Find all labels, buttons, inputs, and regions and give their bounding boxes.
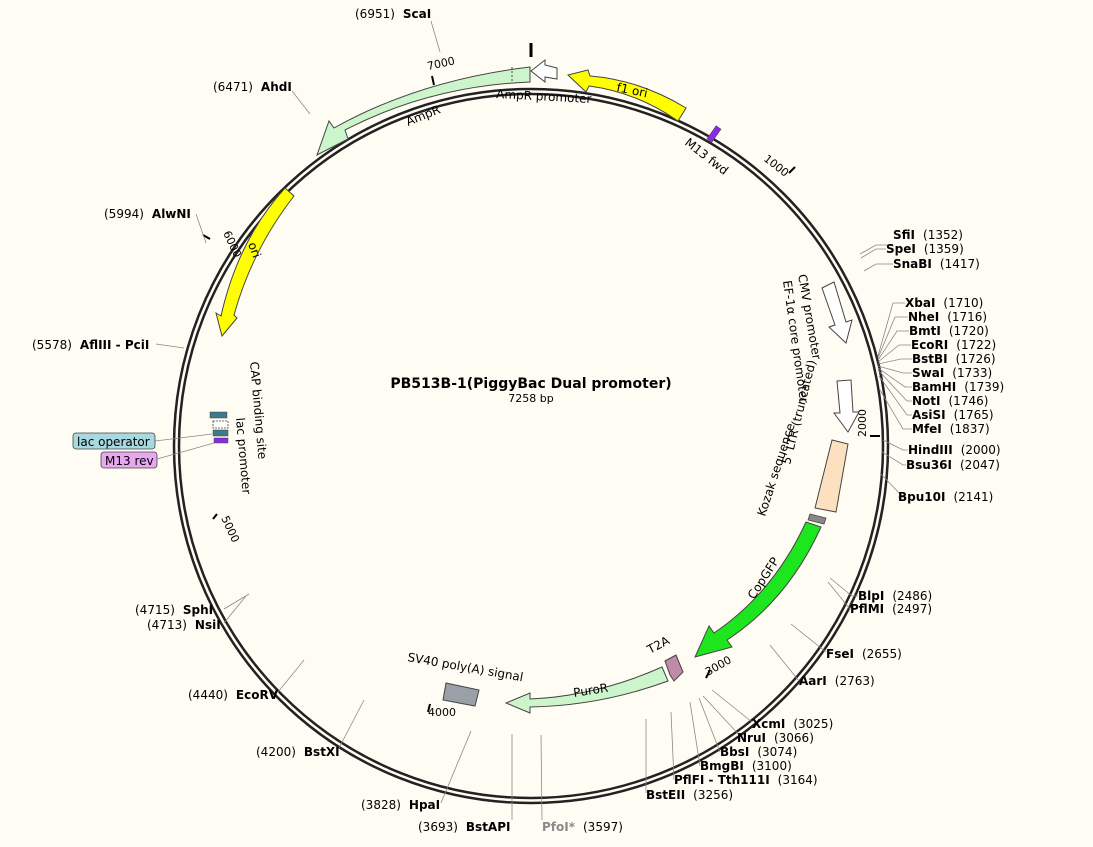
enzyme-bamhi[interactable]: BamHI(1739) [912,380,1004,394]
lac-promoter-label: lac promoter [233,417,254,495]
tick-4000 [427,703,431,713]
ltr-5-block[interactable] [814,439,849,513]
enzyme-nsii[interactable]: (4713)NsiI [147,618,221,632]
lac-operator-leader [154,433,213,442]
ampr-promoter-arrow[interactable] [530,58,558,84]
lac-operator-label: lac operator [77,435,150,449]
enzyme-bsu36i[interactable]: Bsu36I(2047) [906,458,1000,472]
enzyme-spei[interactable]: SpeI(1359) [886,242,964,256]
f1-ori-arrow[interactable] [566,69,687,122]
m13-fwd-marker[interactable] [706,125,722,143]
enzyme-blpi[interactable]: BlpI(2486) [858,589,932,603]
ori-label: ori [245,240,263,259]
enzyme-hindiii[interactable]: HindIII(2000) [908,443,1001,457]
t2a-marker[interactable] [664,654,684,682]
enzyme-labels-right: SfiI(1352) SpeI(1359) SnaBI(1417) XbaI(1… [646,228,1004,802]
enzyme-sfii[interactable]: SfiI(1352) [893,228,963,242]
m13-rev-leader [156,442,215,460]
enzyme-pfoi[interactable]: PfoI*(3597) [542,820,623,834]
cmv-promoter-arrow[interactable] [821,281,853,344]
tick-6000 [202,234,211,240]
tick-5000 [212,513,218,520]
copgfp-arrow[interactable] [694,521,822,658]
enzyme-mfei[interactable]: MfeI(1837) [912,422,990,436]
tick-7000 [431,75,435,86]
lac-operator-marker[interactable] [212,429,229,437]
enzyme-scai[interactable]: (6951)ScaI [355,7,431,21]
enzyme-fsei[interactable]: FseI(2655) [826,647,902,661]
f1-ori-label: f1 ori [615,80,649,100]
cap-binding-site-marker[interactable] [209,411,228,419]
tick-label-2000: 2000 [856,409,869,437]
lac-promoter-marker[interactable] [212,420,229,429]
plasmid-length: 7258 bp [508,392,553,405]
enzyme-ahdi[interactable]: (6471)AhdI [213,80,292,94]
ef1a-promoter-arrow[interactable] [833,379,860,433]
enzyme-snabi[interactable]: SnaBI(1417) [893,257,980,271]
t2a-label: T2A [644,633,673,657]
enzyme-leaders [155,20,912,821]
m13-rev-marker[interactable] [213,437,229,444]
enzyme-hpai[interactable]: (3828)HpaI [361,798,440,812]
tick-label-5000: 5000 [218,514,242,545]
enzyme-nhei[interactable]: NheI(1716) [908,310,987,324]
m13-rev-label: M13 rev [105,454,154,468]
enzyme-bstxi[interactable]: (4200)BstXI [256,745,340,759]
enzyme-sphi[interactable]: (4715)SphI [135,603,213,617]
enzyme-aari[interactable]: AarI(2763) [799,674,875,688]
kozak-marker[interactable] [807,513,827,525]
puror-label: PuroR [572,681,609,700]
enzyme-ecorv[interactable]: (4440)EcoRV [188,688,279,702]
enzyme-pflmi[interactable]: PflMI(2497) [850,602,932,616]
enzyme-bbsi[interactable]: BbsI(3074) [720,745,797,759]
enzyme-bmgbi[interactable]: BmgBI(3100) [700,759,792,773]
tick-label-4000: 4000 [428,706,456,719]
kozak-label: Kozak sequence [755,421,798,517]
enzyme-xbai[interactable]: XbaI(1710) [905,296,983,310]
tick-label-7000: 7000 [426,54,456,73]
backbone-inner-ring [177,92,885,800]
plasmid-title: PB513B-1(PiggyBac Dual promoter) [390,376,671,392]
ori-arrow[interactable] [215,187,295,338]
m13-rev-box [100,451,158,469]
ampr-promoter-label: AmpR promoter [496,87,592,106]
enzyme-asisi[interactable]: AsiSI(1765) [912,408,994,422]
ampr-arrow[interactable] [316,66,531,157]
puror-arrow[interactable] [504,666,669,714]
enzyme-labels-left: (6951)ScaI (6471)AhdI (5994)AlwNI (5578)… [32,7,623,834]
enzyme-bstapi[interactable]: (3693)BstAPI [418,820,510,834]
enzyme-noti[interactable]: NotI(1746) [912,394,988,408]
enzyme-bsteii[interactable]: BstEII(3256) [646,788,733,802]
enzyme-bmti[interactable]: BmtI(1720) [909,324,989,338]
sv40-polya-label: SV40 poly(A) signal [406,650,524,684]
enzyme-nrui[interactable]: NruI(3066) [737,731,814,745]
enzyme-xcmi[interactable]: XcmI(3025) [752,717,833,731]
enzyme-pflfi-tth111i[interactable]: PflFI - Tth111I(3164) [674,773,818,787]
enzyme-bstbi[interactable]: BstBI(1726) [912,352,996,366]
tick-1000 [788,166,796,174]
tick-3000 [705,669,711,679]
tick-label-3000: 3000 [703,653,734,678]
enzyme-ecori[interactable]: EcoRI(1722) [911,338,996,352]
tick-label-6000: 6000 [220,229,244,260]
enzyme-swai[interactable]: SwaI(1733) [912,366,992,380]
enzyme-bpu10i[interactable]: Bpu10I(2141) [898,490,993,504]
enzyme-alwni[interactable]: (5994)AlwNI [104,207,191,221]
backbone-outer-ring [172,87,890,805]
enzyme-afliii-pcii[interactable]: (5578)AflIII - PciI [32,338,149,352]
sv40-polya-block[interactable] [442,682,480,707]
lac-operator-box [72,432,156,450]
